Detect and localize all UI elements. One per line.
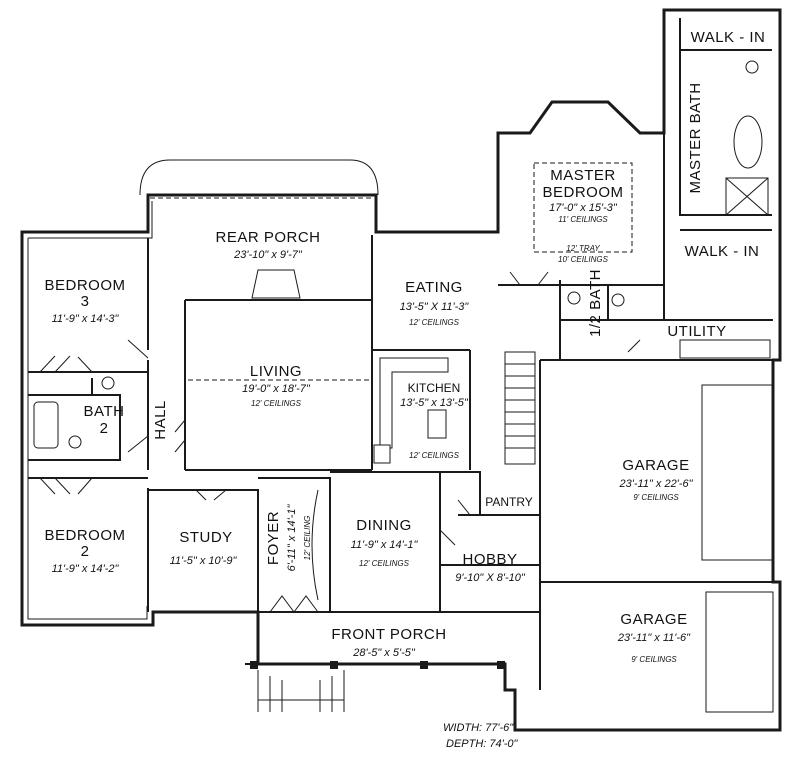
rear-porch-dim: 23'-10" x 9'-7" xyxy=(233,249,303,261)
master-bedroom-dim: 17'-0" x 15'-3" xyxy=(549,202,618,214)
sink-icon xyxy=(101,376,115,390)
master-bedroom-tray: 12' TRAY xyxy=(566,244,600,253)
walk-in-bottom-label: WALK - IN xyxy=(685,243,760,260)
kitchen-ceiling: 12' CEILINGS xyxy=(409,451,460,460)
foyer-dim: 6'-11" x 14'-1" xyxy=(286,503,298,571)
hobby-label: HOBBY xyxy=(462,551,517,568)
master-bedroom-ceiling: 11' CEILINGS xyxy=(558,215,608,224)
master-bedroom-ceiling-2: 10' CEILINGS xyxy=(558,255,609,264)
cooktop-icon xyxy=(373,444,391,464)
front-porch-label: FRONT PORCH xyxy=(331,626,446,643)
living-ceiling: 12' CEILINGS xyxy=(251,399,302,408)
doors xyxy=(39,271,641,613)
living-dim: 19'-0" x 18'-7" xyxy=(242,383,311,395)
rear-porch-label: REAR PORCH xyxy=(215,229,320,246)
garage1-ceiling: 9' CEILINGS xyxy=(633,493,679,502)
foyer-label: FOYER xyxy=(265,511,282,565)
eating-dim: 13'-5" X 11'-3" xyxy=(400,301,470,313)
garage1-dim: 23'-11" x 22'-6" xyxy=(619,478,694,490)
master-bedroom-label-2: BEDROOM xyxy=(542,184,623,201)
half-bath-toilet-icon xyxy=(611,293,625,307)
bathtub-icon xyxy=(33,401,59,449)
foyer-ceiling: 12' CEILING xyxy=(303,516,312,561)
bedroom3-label-2: 3 xyxy=(81,293,90,310)
eating-label: EATING xyxy=(405,279,463,296)
dining-dim: 11'-9" x 14'-1" xyxy=(351,539,419,551)
kitchen-island-icon xyxy=(427,409,447,439)
study-label: STUDY xyxy=(179,529,232,546)
half-bath-label: 1/2 BATH xyxy=(587,269,604,337)
master-toilet-icon xyxy=(745,60,759,74)
overall-width: WIDTH: 77'-6" xyxy=(443,722,514,734)
utility-label: UTILITY xyxy=(667,323,726,340)
master-bedroom-label-1: MASTER xyxy=(550,167,616,184)
stairs-icon xyxy=(504,351,536,465)
overall-depth: DEPTH: 74'-0" xyxy=(446,738,519,750)
garage1-label: GARAGE xyxy=(622,457,689,474)
room-labels: WALK - IN MASTER BATH MASTER BEDROOM 17'… xyxy=(44,29,766,750)
walk-in-top-label: WALK - IN xyxy=(691,29,766,46)
garage2-dim: 23'-11" x 11'-6" xyxy=(617,632,691,644)
half-bath-sink-icon xyxy=(567,291,581,305)
front-porch xyxy=(245,661,505,712)
bedroom2-label-2: 2 xyxy=(81,543,90,560)
toilet-icon xyxy=(68,435,82,449)
bedroom2-dim: 11'-9" x 14'-2" xyxy=(52,563,120,575)
bath2-label-2: 2 xyxy=(100,420,109,437)
dining-ceiling: 12' CEILINGS xyxy=(359,559,410,568)
bath2-label-1: BATH xyxy=(84,403,125,420)
hall-label: HALL xyxy=(152,400,169,440)
garage2-ceiling: 9' CEILINGS xyxy=(631,655,677,664)
interior-walls xyxy=(28,18,774,713)
bedroom3-dim: 11'-9" x 14'-3" xyxy=(52,313,120,325)
garage2-label: GARAGE xyxy=(620,611,687,628)
study-dim: 11'-5" x 10'-9" xyxy=(170,555,238,567)
eating-ceiling: 12' CEILINGS xyxy=(409,318,460,327)
living-label: LIVING xyxy=(250,363,302,380)
front-porch-dim: 28'-5" x 5'-5" xyxy=(352,647,416,659)
fixtures xyxy=(33,60,763,465)
dining-label: DINING xyxy=(356,517,412,534)
hobby-dim: 9'-10" X 8'-10" xyxy=(455,572,526,584)
master-tub-icon xyxy=(733,115,763,169)
bedroom2-label-1: BEDROOM xyxy=(44,527,125,544)
pantry-label: PANTRY xyxy=(485,495,533,509)
master-bath-label: MASTER BATH xyxy=(687,82,704,193)
kitchen-label: KITCHEN xyxy=(408,381,461,395)
bedroom3-label-1: BEDROOM xyxy=(44,277,125,294)
kitchen-dim: 13'-5" x 13'-5" xyxy=(400,397,469,409)
exterior-walls xyxy=(20,8,782,732)
